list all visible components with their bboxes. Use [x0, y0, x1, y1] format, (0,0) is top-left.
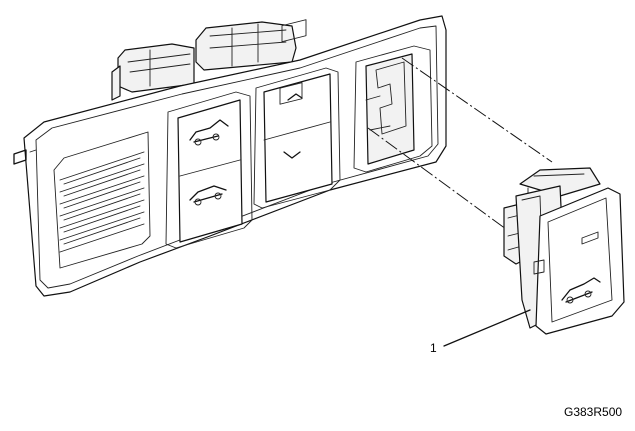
- convertible-top-icon: [561, 277, 601, 304]
- callout-1: 1: [430, 309, 531, 355]
- window-up-icon: [281, 19, 307, 101]
- empty-switch-pocket: [353, 45, 433, 173]
- air-vent-grille: [53, 131, 151, 269]
- convertible-top-close-icon: [189, 185, 227, 206]
- convertible-top-open-icon: [189, 119, 229, 146]
- callout-number: 1: [430, 341, 437, 355]
- installation-guide-lines: [367, 57, 553, 233]
- drawing-code: G383R500: [564, 405, 622, 419]
- rear-mounting-clips: [111, 21, 297, 101]
- window-down-icon: [279, 82, 303, 159]
- switch-pocket-middle: [253, 67, 341, 209]
- switch-module: [503, 167, 625, 335]
